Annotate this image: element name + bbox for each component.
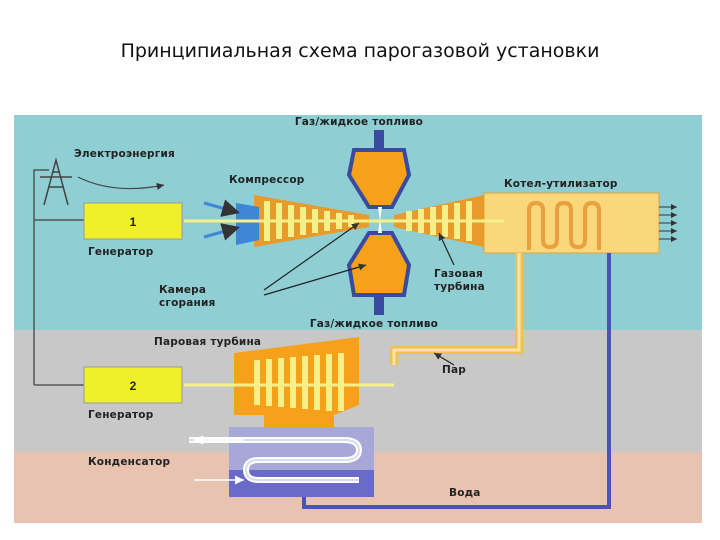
generator-1-label: Генератор: [88, 246, 154, 258]
slide-title: Принципиальная схема парогазовой установ…: [120, 40, 600, 62]
steam-turbine-label: Паровая турбина: [154, 336, 261, 348]
fuel-top-label: Газ/жидкое топливо: [295, 116, 423, 128]
pylon-icon: [40, 157, 72, 206]
ccgt-diagram: 1 2 Газ/жидкое топливо Эл: [14, 115, 702, 523]
generator-1-number: 1: [130, 215, 137, 229]
water-label: Вода: [449, 487, 481, 499]
water-pipe: [302, 253, 611, 509]
steam-label: Пар: [442, 364, 466, 376]
fuel-bottom-label: Газ/жидкое топливо: [310, 318, 438, 330]
electricity-label: Электроэнергия: [74, 148, 175, 160]
generator-2-number: 2: [130, 379, 137, 393]
gas-turbine-label-2: турбина: [434, 281, 485, 293]
steam-turbine: [184, 337, 394, 433]
combustion-label-2: сгорания: [159, 297, 215, 309]
power-line: [33, 157, 165, 386]
combustion-label-1: Камера: [159, 284, 206, 296]
condenser-label: Конденсатор: [88, 456, 171, 468]
combustion-chamber: [346, 130, 412, 315]
generator-2: 2: [83, 366, 183, 404]
generator-1: 1: [83, 202, 183, 240]
compressor-label: Компрессор: [229, 174, 305, 186]
boiler-label: Котел-утилизатор: [504, 178, 618, 190]
gas-turbine-label-1: Газовая: [434, 268, 483, 280]
heat-recovery-boiler: [483, 192, 677, 254]
condenser: [189, 427, 374, 497]
generator-2-label: Генератор: [88, 409, 154, 421]
